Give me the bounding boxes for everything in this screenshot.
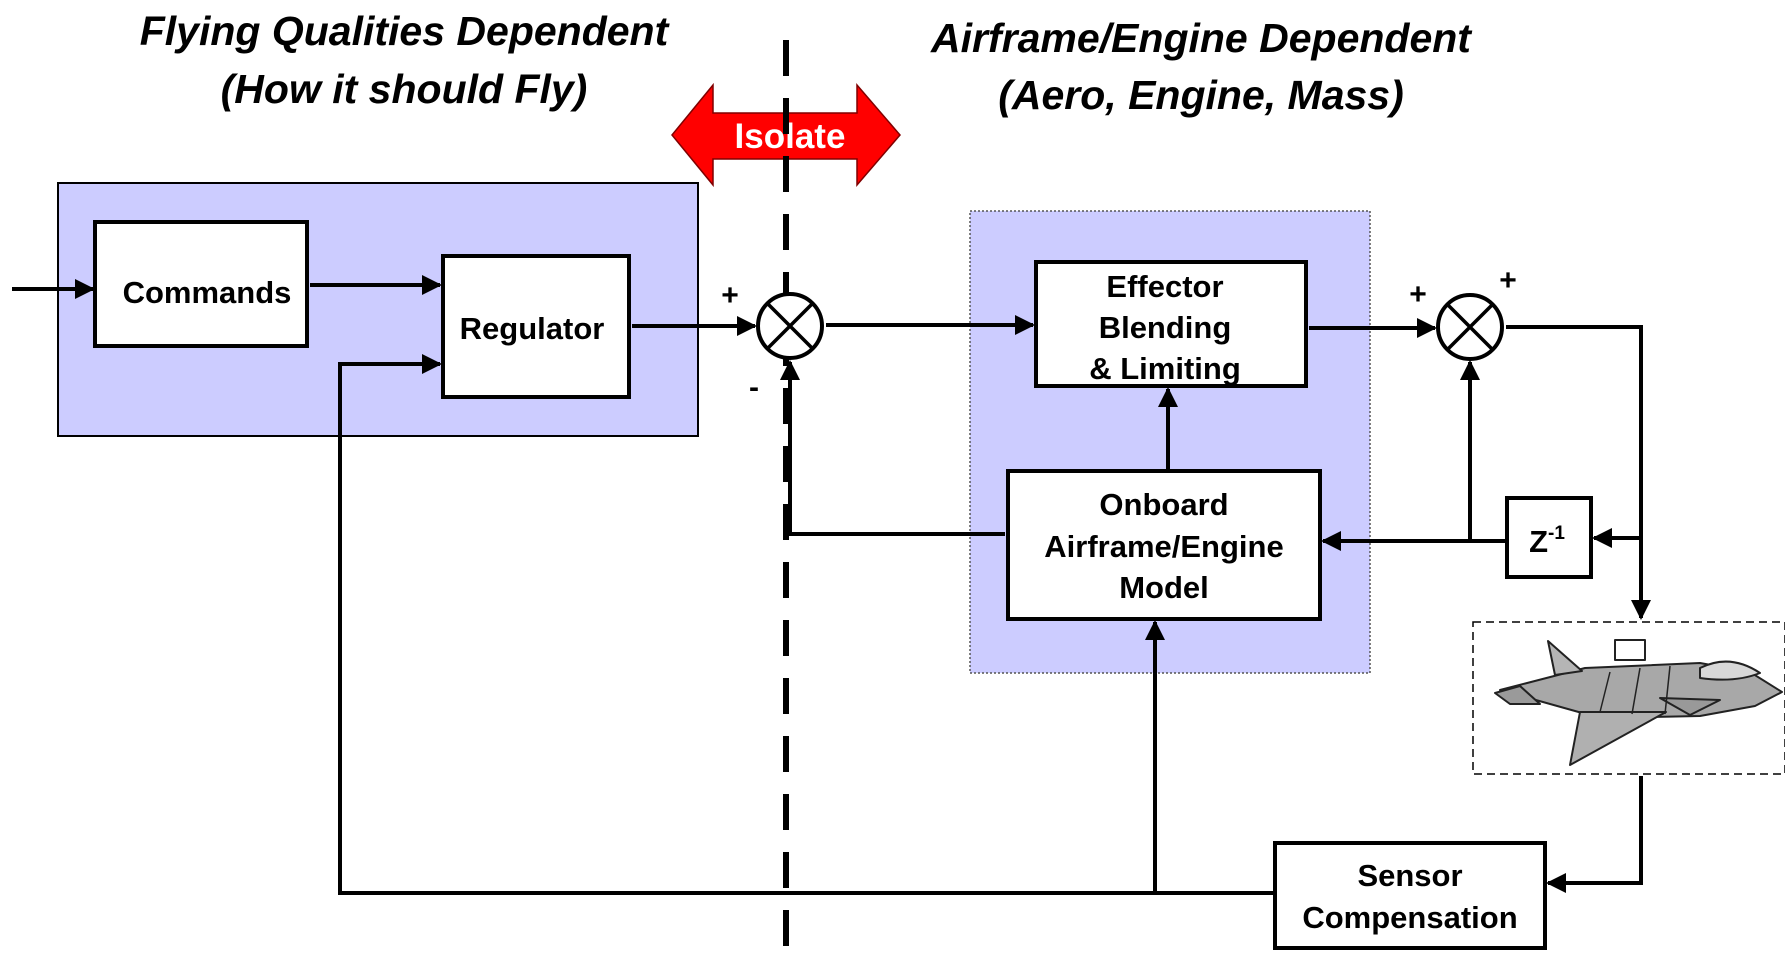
sum1-minus-sign: - — [749, 371, 759, 404]
model-label-line2: Airframe/Engine — [1044, 529, 1283, 564]
left-heading-line1: Flying Qualities Dependent — [140, 8, 671, 54]
right-heading-line1: Airframe/Engine Dependent — [930, 15, 1473, 61]
effector-blending-block — [1034, 260, 1308, 388]
unit-delay-block — [1505, 496, 1593, 579]
sum2-plus-sign-left: + — [1409, 278, 1427, 311]
model-label-line3: Model — [1119, 570, 1209, 605]
sensor-label-line2: Compensation — [1302, 900, 1517, 935]
isolate-double-arrow — [671, 82, 901, 188]
left-heading-line2: (How it should Fly) — [221, 66, 588, 112]
summing-junction-2 — [1436, 293, 1504, 361]
unit-delay-label: Z-1 — [1529, 523, 1565, 559]
regulator-label: Regulator — [460, 311, 605, 346]
sensor-label-line1: Sensor — [1357, 858, 1462, 893]
commands-block — [93, 220, 309, 348]
model-label-line1: Onboard — [1099, 487, 1228, 522]
onboard-model-block — [1006, 469, 1322, 621]
sensor-compensation-block — [1273, 841, 1547, 950]
commands-label: Commands — [123, 275, 292, 310]
isolate-label: Isolate — [735, 117, 846, 156]
effector-label-line1: Effector — [1106, 269, 1223, 304]
sum1-plus-sign: + — [721, 279, 739, 312]
regulator-block — [441, 254, 631, 399]
effector-label-line3: & Limiting — [1089, 351, 1241, 386]
fighter-jet-icon — [1494, 639, 1783, 766]
right-heading-line2: (Aero, Engine, Mass) — [998, 72, 1404, 118]
summing-junction-1 — [756, 292, 824, 360]
signal-connections — [12, 275, 1651, 895]
effector-label-line2: Blending — [1099, 310, 1232, 345]
sum2-plus-sign-top: + — [1499, 264, 1517, 297]
